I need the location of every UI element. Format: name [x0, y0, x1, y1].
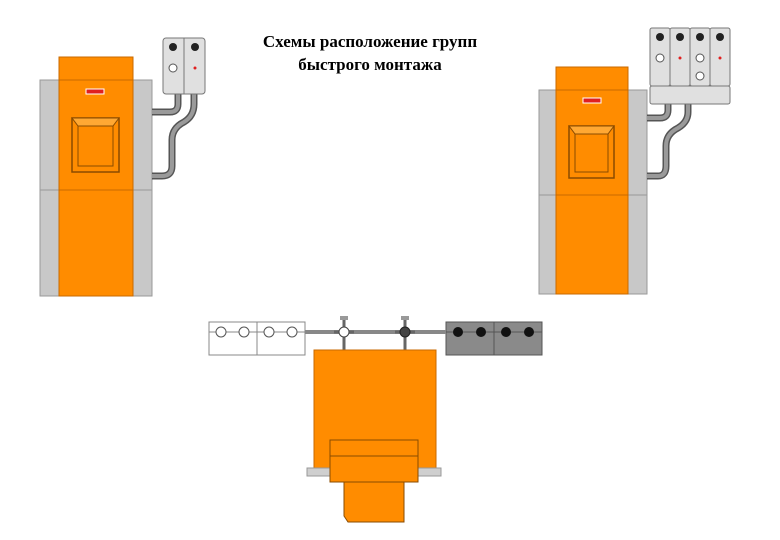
bottom-right-pump-groups: [445, 321, 543, 356]
right-pump-groups: [649, 27, 731, 87]
bottom-left-pump-groups: [208, 321, 306, 356]
left-boiler-assembly: [39, 37, 206, 297]
right-boiler-assembly: [538, 27, 731, 295]
bottom-boiler-burner: [343, 481, 405, 523]
right-boiler-body: [555, 66, 629, 295]
left-boiler-body: [58, 56, 134, 297]
title-line-2: быстрого монтажа: [298, 55, 442, 74]
right-boiler-logo: [582, 97, 602, 104]
bottom-boiler-assembly: [208, 316, 543, 523]
title-line-1: Схемы расположение групп: [262, 32, 478, 51]
diagram-title: Схемы расположение групп быстрого монтаж…: [200, 30, 540, 76]
right-manifold: [649, 85, 731, 105]
bottom-boiler-front: [329, 439, 419, 483]
right-valve: [395, 316, 415, 354]
left-valve: [334, 316, 354, 354]
left-boiler-logo: [85, 88, 105, 95]
